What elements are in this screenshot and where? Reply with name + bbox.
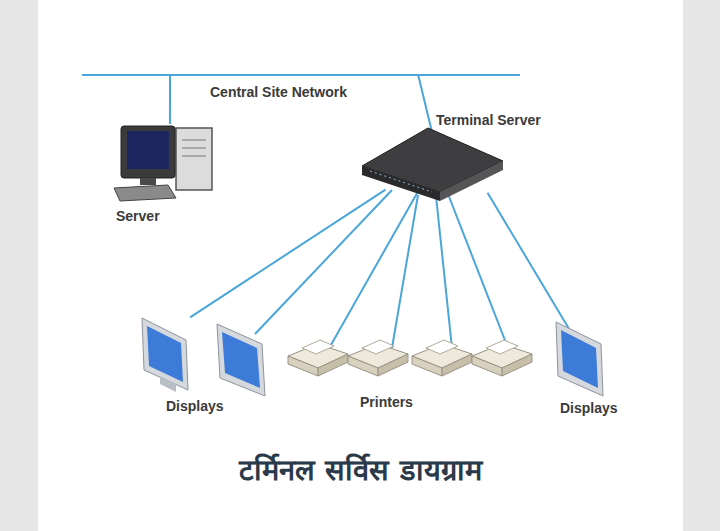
display-group: Displays: [548, 318, 648, 422]
network-band: Central Site Network: [82, 74, 520, 104]
monitor-screen: [147, 326, 183, 382]
printer-wire: [436, 196, 452, 348]
display-icon: [556, 322, 603, 396]
node-label: Terminal Server: [436, 112, 541, 129]
extra-wires: [255, 190, 508, 348]
node-label: Server: [116, 208, 160, 225]
node-label: Displays: [166, 398, 224, 415]
printer-wire: [392, 195, 418, 348]
terminal-server-node: Terminal Server: [360, 140, 545, 202]
monitor-bezel: [217, 324, 265, 396]
figure-caption: टर्मिनल सर्विस डायग्राम: [38, 452, 683, 490]
connector-line: [488, 193, 570, 331]
terminal-server-device: [362, 128, 503, 201]
display-icon: [142, 318, 188, 392]
port-row: [370, 171, 432, 192]
display-wire: [255, 190, 392, 334]
monitor-screen: [561, 330, 598, 388]
printer-group: Printers: [282, 335, 538, 415]
monitor-bezel: [556, 322, 603, 396]
node-label: Printers: [360, 394, 413, 411]
monitor-screen: [222, 332, 260, 388]
monitor-stand: [140, 178, 156, 185]
card-ground: [38, 0, 683, 531]
drive-bay: [182, 140, 206, 141]
display-group: Displays: [135, 312, 280, 420]
device-top: [362, 128, 503, 192]
display-icon: [217, 324, 265, 396]
printer-wire: [448, 194, 508, 348]
printer-icon: [348, 340, 408, 376]
tower-case: [176, 128, 212, 190]
server-node: Server: [110, 124, 220, 227]
device-side: [440, 161, 503, 201]
drive-bay: [182, 156, 206, 157]
connector-line: [169, 74, 170, 124]
connector-line: [331, 193, 418, 346]
printer-icon: [288, 340, 348, 376]
device-front: [362, 166, 440, 201]
node-label: Displays: [560, 400, 618, 417]
printer-icon: [472, 340, 532, 376]
keyboard: [114, 185, 176, 201]
server-icon: [114, 126, 212, 201]
node-label: Central Site Network: [210, 84, 347, 101]
crt-monitor: [121, 126, 175, 178]
monitor-screen: [127, 131, 169, 169]
monitor-stand: [160, 376, 176, 392]
drive-bay: [182, 148, 206, 149]
printer-icon: [412, 340, 472, 376]
